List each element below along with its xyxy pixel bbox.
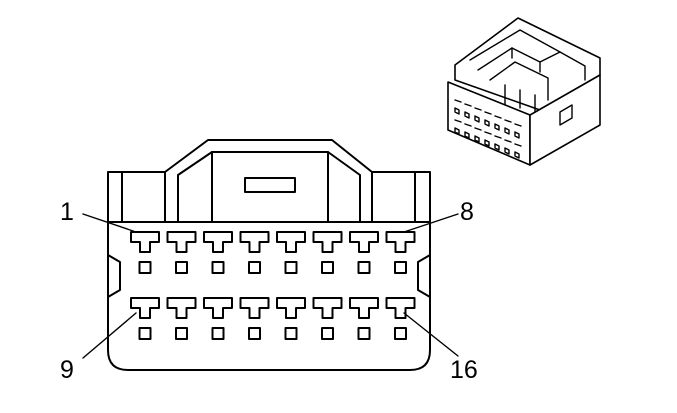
connector-isometric-view [447,17,601,166]
pin-row-bottom [130,297,416,340]
pin-lock-9 [138,327,152,340]
pin-lock-5 [284,261,298,274]
pin-lock-13 [284,327,298,340]
pin-lock-3 [211,261,225,274]
pin-label-1: 1 [60,198,74,226]
pin-terminal-8 [385,231,416,253]
latch-tab [244,177,296,193]
pin-lock-16 [394,327,407,340]
pin-terminal-16 [385,297,416,319]
left-side-lobe [107,171,166,223]
pin-label-9: 9 [60,356,74,384]
pin-lock-6 [321,261,334,274]
latch-hood [164,139,373,223]
right-side-lobe [371,171,431,223]
pin-terminal-1 [130,231,160,253]
pin-lock-10 [175,327,188,340]
pin-terminal-13 [276,297,306,319]
connector-housing [107,221,431,371]
pin-lock-15 [357,327,371,340]
pin-lock-7 [357,261,371,274]
pin-label-8: 8 [460,198,474,226]
pin-lock-8 [394,261,407,274]
pin-terminal-12 [239,297,270,319]
pin-terminal-10 [166,297,197,319]
pin-terminal-5 [276,231,306,253]
isometric-pin-cavities [454,99,522,159]
pin-terminal-3 [203,231,233,253]
pin-lock-11 [211,327,225,340]
pin-terminal-14 [312,297,343,319]
leader-line-pin-1 [82,213,137,233]
leader-line-pin-9 [82,312,137,359]
pin-lock-12 [248,327,261,340]
pin-terminal-15 [349,297,379,319]
pin-row-top [130,231,416,274]
pin-terminal-2 [166,231,197,253]
leader-line-pin-16 [403,312,459,357]
connector-face-view: 1 8 9 16 [60,139,478,384]
pin-terminal-7 [349,231,379,253]
pin-terminal-9 [130,297,160,319]
leader-line-pin-8 [403,213,459,233]
pin-lock-1 [138,261,152,274]
pin-terminal-11 [203,297,233,319]
pin-lock-2 [175,261,188,274]
pin-terminal-4 [239,231,270,253]
pin-terminal-6 [312,231,343,253]
pin-lock-4 [248,261,261,274]
pin-lock-14 [321,327,334,340]
pin-label-16: 16 [450,356,478,384]
